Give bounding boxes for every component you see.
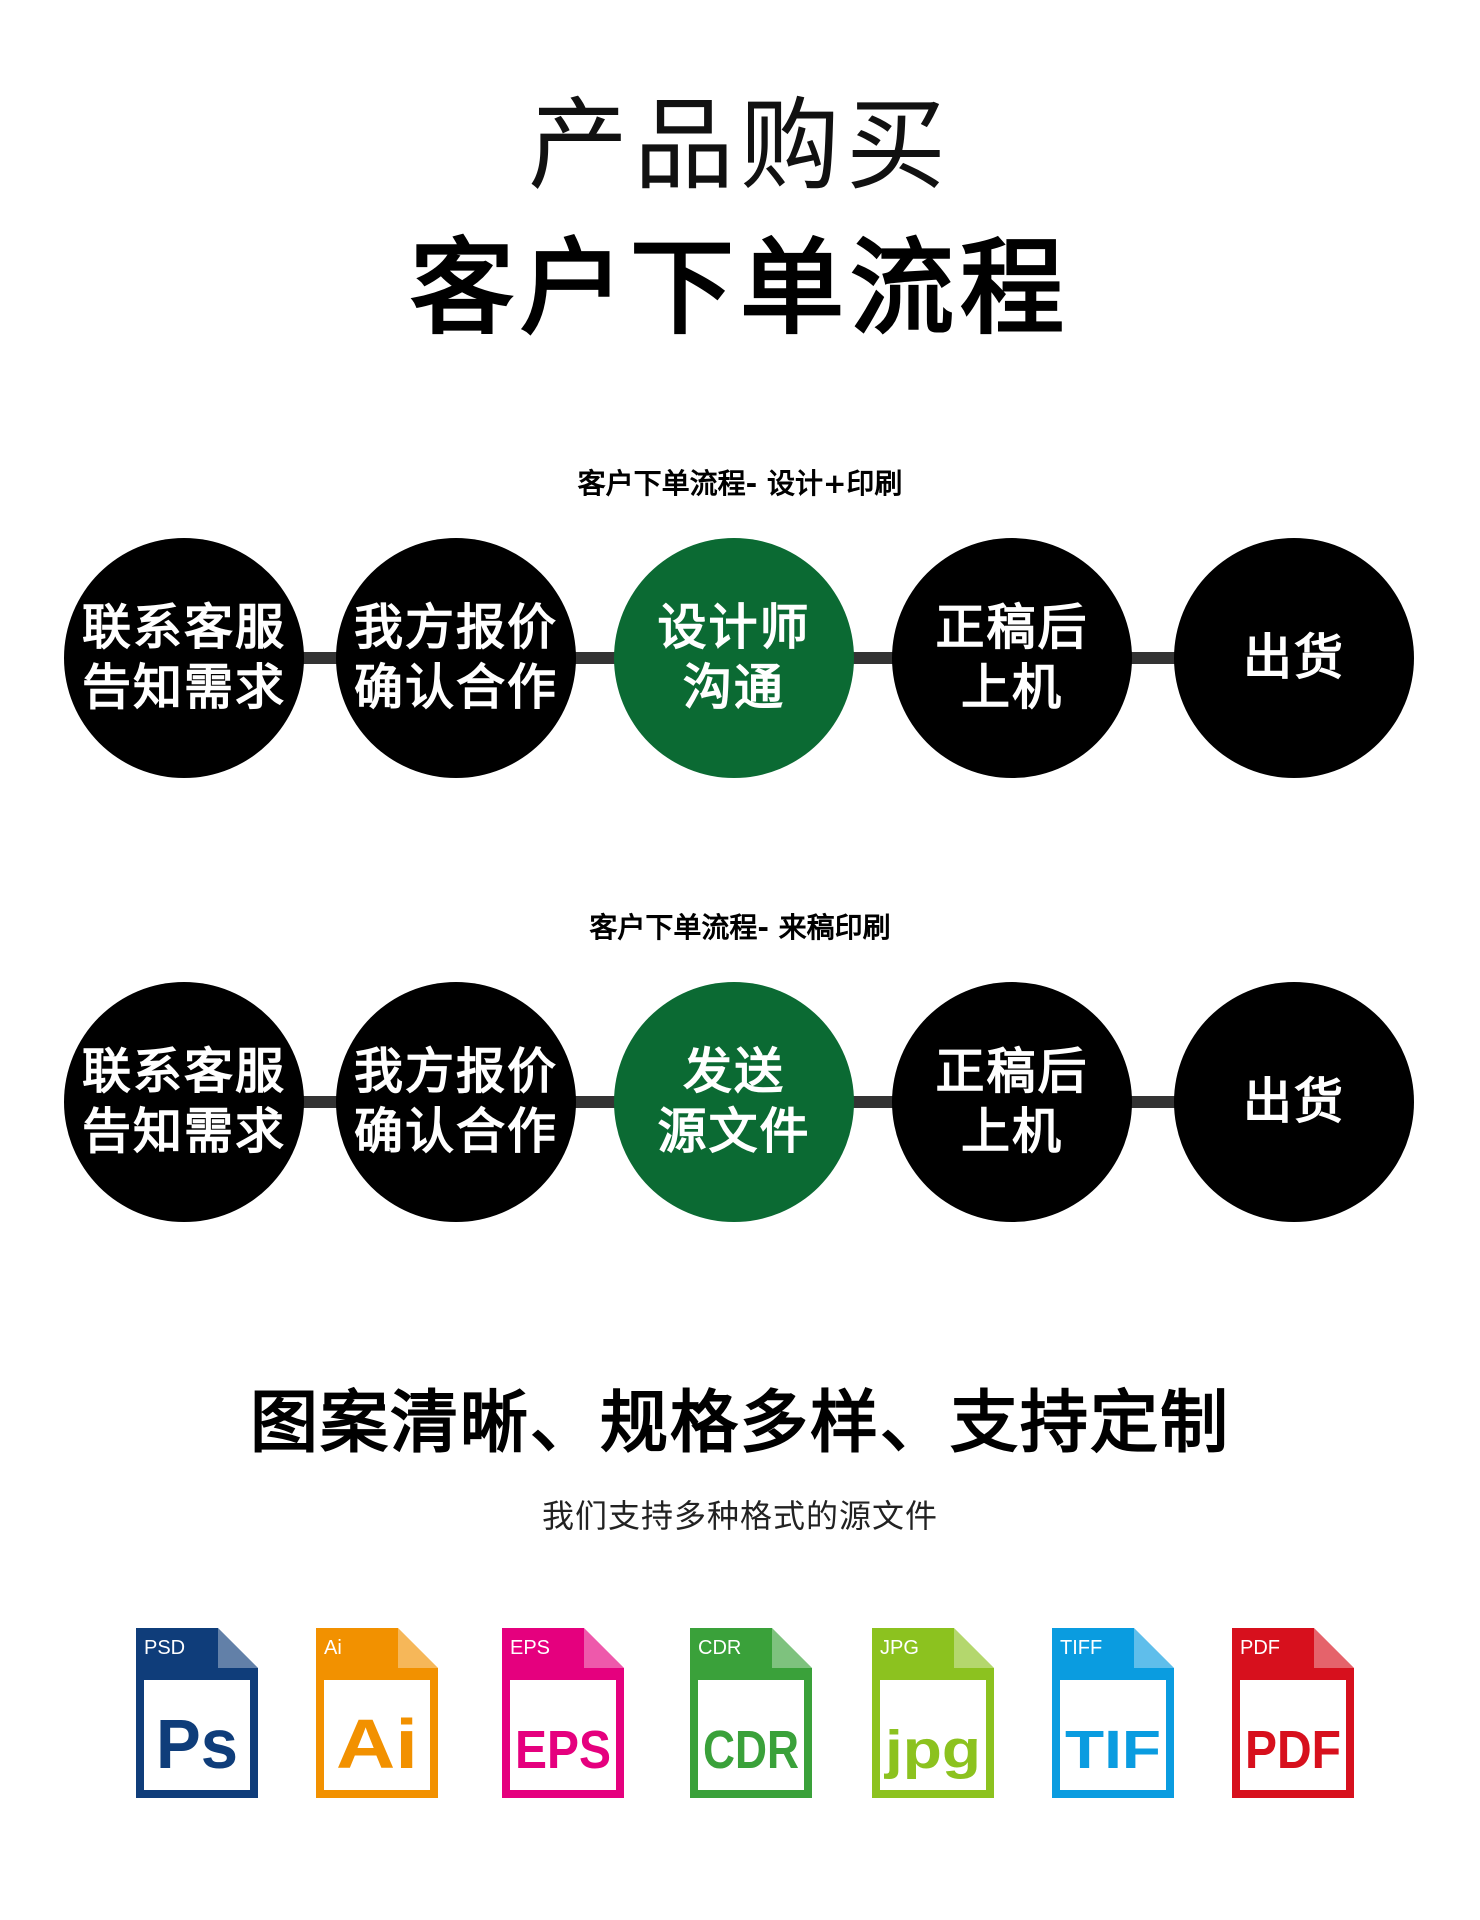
step-line1: 出货 bbox=[1242, 629, 1345, 687]
flow2-step-send-files: 发送 源文件 bbox=[614, 982, 854, 1222]
file-icon-tiff: TIFF TIF bbox=[1052, 1628, 1174, 1798]
features-headline: 图案清晰、规格多样、支持定制 bbox=[249, 1384, 1230, 1463]
step-line1: 联系客服 bbox=[81, 599, 286, 657]
file-format-label: EPS bbox=[515, 1720, 611, 1780]
flow2-row: 联系客服 告知需求 我方报价 确认合作 发送 源文件 正稿后 上机 出货 bbox=[0, 982, 1480, 1222]
step-line1: 发送 bbox=[682, 1043, 785, 1101]
file-icon-psd: PSD Ps bbox=[136, 1628, 258, 1798]
step-line2: 源文件 bbox=[657, 1103, 811, 1160]
step-line2: 上机 bbox=[960, 659, 1063, 716]
step-line2: 确认合作 bbox=[353, 659, 558, 716]
step-line1: 设计师 bbox=[657, 599, 811, 657]
step-line2: 告知需求 bbox=[81, 1103, 286, 1160]
file-tag-label: EPS bbox=[510, 1637, 550, 1659]
file-format-label: jpg bbox=[884, 1720, 981, 1780]
file-tag-label: CDR bbox=[698, 1637, 741, 1659]
page-title-thin: 产品购买 bbox=[528, 87, 952, 204]
step-line1: 正稿后 bbox=[935, 599, 1089, 657]
flow2-caption: 客户下单流程- 来稿印刷 bbox=[589, 911, 891, 944]
step-line2: 上机 bbox=[960, 1103, 1063, 1160]
features-subline: 我们支持多种格式的源文件 bbox=[541, 1497, 938, 1535]
flow2-step-print: 正稿后 上机 bbox=[892, 982, 1132, 1222]
step-line1: 我方报价 bbox=[353, 1043, 558, 1101]
file-icon-eps: EPS EPS bbox=[502, 1628, 624, 1798]
file-icon-pdf: PDF PDF bbox=[1232, 1628, 1354, 1798]
flow1-caption: 客户下单流程- 设计+印刷 bbox=[577, 467, 903, 500]
flow2-step-ship: 出货 bbox=[1174, 982, 1414, 1222]
file-format-label: CDR bbox=[703, 1720, 799, 1780]
flow2-step-quote: 我方报价 确认合作 bbox=[336, 982, 576, 1222]
file-tag-label: Ai bbox=[324, 1637, 342, 1659]
file-icon-cdr: CDR CDR bbox=[690, 1628, 812, 1798]
flow2-step-contact: 联系客服 告知需求 bbox=[64, 982, 304, 1222]
file-format-label: TIF bbox=[1065, 1720, 1161, 1780]
file-tag-label: PDF bbox=[1240, 1637, 1280, 1659]
step-line1: 我方报价 bbox=[353, 599, 558, 657]
step-line2: 告知需求 bbox=[81, 659, 286, 716]
file-format-label: Ai bbox=[336, 1705, 418, 1783]
file-format-label: Ps bbox=[156, 1705, 238, 1783]
step-line2: 沟通 bbox=[682, 659, 785, 716]
flow1-step-print: 正稿后 上机 bbox=[892, 538, 1132, 778]
step-line1: 出货 bbox=[1242, 1073, 1345, 1131]
step-line2: 确认合作 bbox=[353, 1103, 558, 1160]
flow1-row: 联系客服 告知需求 我方报价 确认合作 设计师 沟通 正稿后 上机 出货 bbox=[0, 538, 1480, 778]
file-icon-jpg: JPG jpg bbox=[872, 1628, 994, 1798]
file-tag-label: PSD bbox=[144, 1637, 185, 1659]
flow1-step-designer: 设计师 沟通 bbox=[614, 538, 854, 778]
flow1-step-quote: 我方报价 确认合作 bbox=[336, 538, 576, 778]
page-title-bold: 客户下单流程 bbox=[409, 227, 1070, 349]
step-line1: 正稿后 bbox=[935, 1043, 1089, 1101]
file-tag-label: JPG bbox=[880, 1637, 919, 1659]
flow1-step-contact: 联系客服 告知需求 bbox=[64, 538, 304, 778]
step-line1: 联系客服 bbox=[81, 1043, 286, 1101]
file-tag-label: TIFF bbox=[1060, 1637, 1102, 1659]
file-format-label: PDF bbox=[1245, 1720, 1341, 1780]
flow1-step-ship: 出货 bbox=[1174, 538, 1414, 778]
